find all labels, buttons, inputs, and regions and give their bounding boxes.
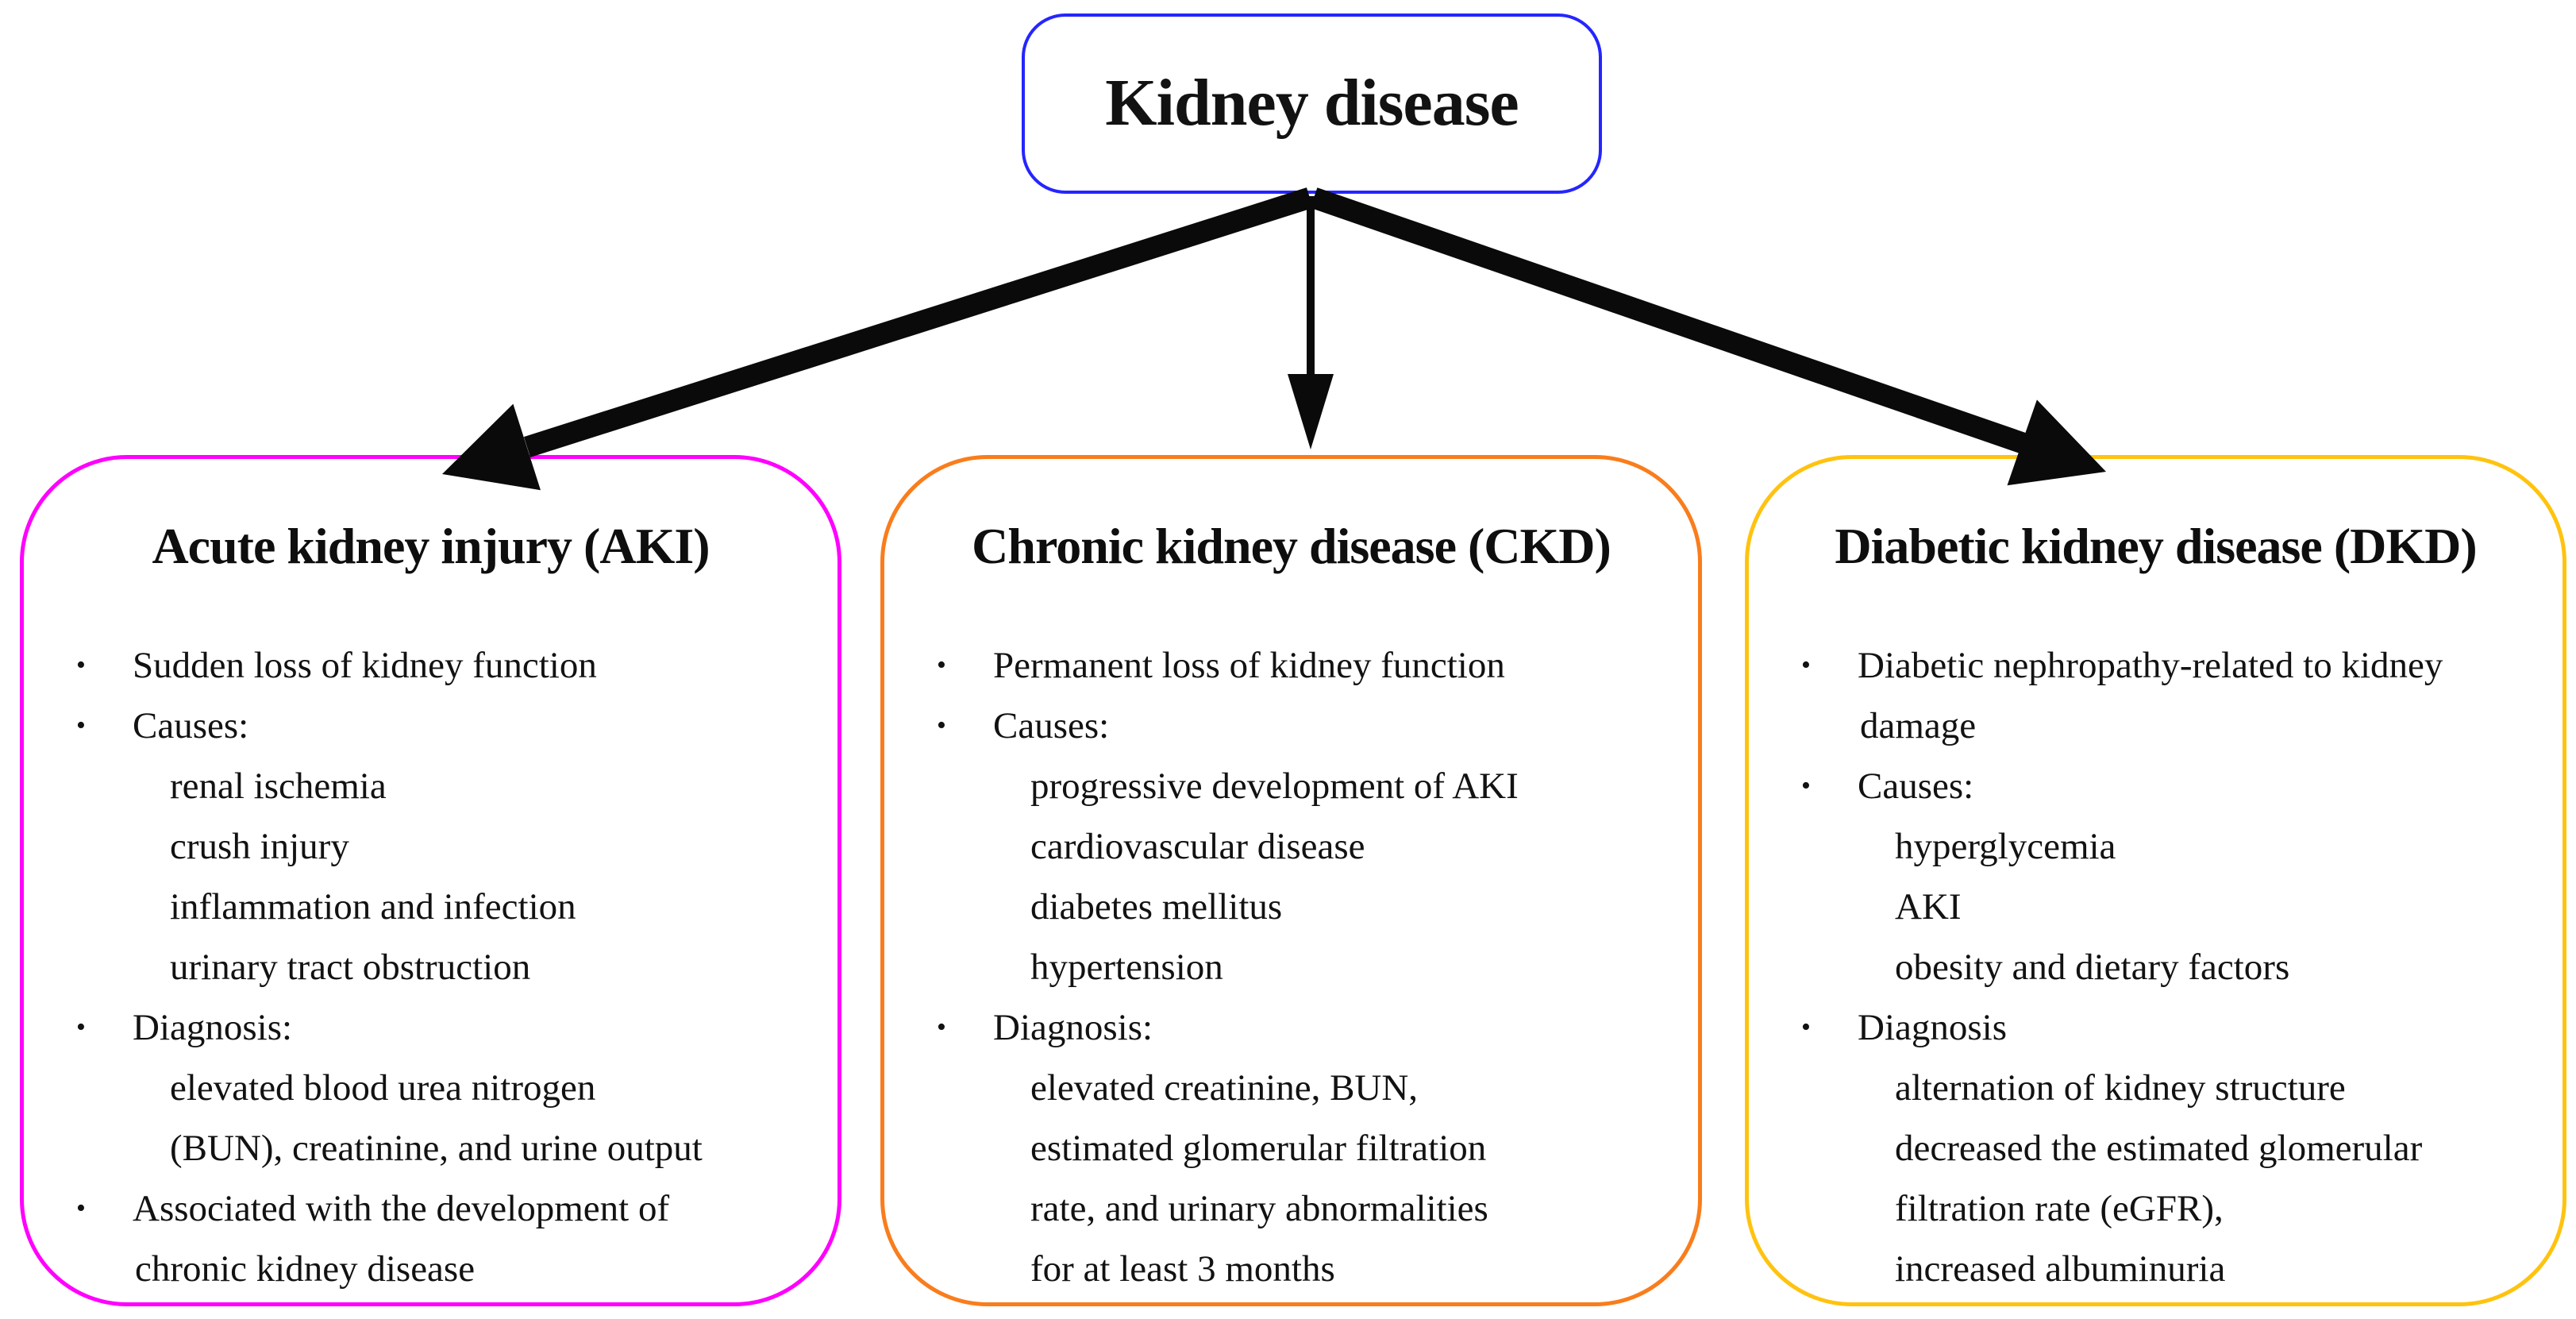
list-item-text: damage: [1860, 705, 1977, 746]
list-item: • Diagnosis: [1749, 997, 2563, 1058]
list-item: • Causes:: [884, 696, 1698, 756]
dkd-node-lines: • Diabetic nephropathy-related to kidney d…: [1749, 635, 2563, 1299]
list-item: for at least 3 months: [884, 1239, 1698, 1299]
list-item-text: Sudden loss of kidney function: [133, 645, 597, 686]
list-item-text: Permanent loss of kidney function: [993, 645, 1505, 686]
list-item: • Associated with the development of: [24, 1178, 837, 1239]
list-item: progressive development of AKI: [884, 756, 1698, 816]
list-item-text: progressive development of AKI: [1030, 766, 1519, 807]
list-item-text: urinary tract obstruction: [170, 947, 531, 988]
list-item-text: renal ischemia: [170, 766, 387, 807]
list-item-text: Causes:: [133, 705, 249, 746]
diagram-title: Kidney disease: [1105, 66, 1519, 140]
list-item: • Diagnosis:: [24, 997, 837, 1058]
list-item-text: Diagnosis:: [993, 1007, 1153, 1048]
list-item: damage: [1749, 696, 2563, 756]
list-item: decreased the estimated glomerular: [1749, 1118, 2563, 1178]
list-item-text: for at least 3 months: [1030, 1248, 1335, 1290]
list-item: diabetes mellitus: [884, 877, 1698, 937]
list-item-text: Diabetic nephropathy-related to kidney: [1858, 645, 2443, 686]
list-item-text: filtration rate (eGFR),: [1895, 1188, 2224, 1229]
arrow-to-aki: [442, 187, 1314, 491]
list-item: hyperglycemia: [1749, 816, 2563, 877]
bullet-icon: •: [76, 1194, 86, 1223]
ckd-node: Chronic kidney disease (CKD) • Permanent …: [880, 455, 1702, 1306]
list-item: crush injury: [24, 816, 837, 877]
list-item: (BUN), creatinine, and urine output: [24, 1118, 837, 1178]
bullet-icon: •: [76, 650, 86, 680]
list-item: hypertension: [884, 937, 1698, 997]
bullet-icon: •: [1801, 650, 1811, 680]
list-item-text: Diagnosis: [1858, 1007, 2007, 1048]
list-item: urinary tract obstruction: [24, 937, 837, 997]
bullet-icon: •: [1801, 771, 1811, 800]
bullet-icon: •: [1801, 1012, 1811, 1042]
list-item-text: estimated glomerular filtration: [1030, 1128, 1487, 1169]
list-item-text: Causes:: [993, 705, 1110, 746]
list-item-text: alternation of kidney structure: [1895, 1067, 2346, 1109]
aki-node: Acute kidney injury (AKI) • Sudden loss o…: [20, 455, 841, 1306]
list-item: • Causes:: [24, 696, 837, 756]
list-item: obesity and dietary factors: [1749, 937, 2563, 997]
list-item: estimated glomerular filtration: [884, 1118, 1698, 1178]
bullet-icon: •: [76, 1012, 86, 1042]
dkd-node-title: Diabetic kidney disease (DKD): [1835, 518, 2477, 574]
list-item-text: (BUN), creatinine, and urine output: [170, 1128, 703, 1169]
list-item: elevated creatinine, BUN,: [884, 1058, 1698, 1118]
list-item-text: Diagnosis:: [133, 1007, 293, 1048]
list-item: inflammation and infection: [24, 877, 837, 937]
list-item-text: increased albuminuria: [1895, 1248, 2226, 1290]
list-item-text: elevated creatinine, BUN,: [1030, 1067, 1419, 1109]
list-item-text: AKI: [1895, 886, 1962, 928]
list-item-text: crush injury: [170, 826, 349, 867]
list-item: elevated blood urea nitrogen: [24, 1058, 837, 1118]
list-item-text: cardiovascular disease: [1030, 826, 1365, 867]
bullet-icon: •: [937, 711, 946, 740]
list-item-text: elevated blood urea nitrogen: [170, 1067, 596, 1109]
list-item: chronic kidney disease: [24, 1239, 837, 1299]
list-item: • Diagnosis:: [884, 997, 1698, 1058]
list-item-text: Associated with the development of: [133, 1188, 670, 1229]
dkd-node: Diabetic kidney disease (DKD) • Diabetic …: [1745, 455, 2566, 1306]
kidney-disease-root-node: Kidney disease: [1022, 13, 1602, 194]
list-item-text: rate, and urinary abnormalities: [1030, 1188, 1488, 1229]
list-item: alternation of kidney structure: [1749, 1058, 2563, 1118]
list-item-text: Causes:: [1858, 766, 1974, 807]
list-item: • Permanent loss of kidney function: [884, 635, 1698, 696]
list-item: increased albuminuria: [1749, 1239, 2563, 1299]
list-item-text: obesity and dietary factors: [1895, 947, 2290, 988]
list-item-text: decreased the estimated glomerular: [1895, 1128, 2423, 1169]
bullet-icon: •: [76, 711, 86, 740]
ckd-node-lines: • Permanent loss of kidney function • Cause…: [884, 635, 1698, 1299]
list-item-text: inflammation and infection: [170, 886, 576, 928]
list-item: renal ischemia: [24, 756, 837, 816]
list-item: cardiovascular disease: [884, 816, 1698, 877]
list-item: rate, and urinary abnormalities: [884, 1178, 1698, 1239]
list-item-text: hyperglycemia: [1895, 826, 2116, 867]
arrow-to-ckd: [1288, 196, 1334, 449]
list-item: filtration rate (eGFR),: [1749, 1178, 2563, 1239]
list-item-text: diabetes mellitus: [1030, 886, 1283, 928]
list-item: • Diabetic nephropathy-related to kidney: [1749, 635, 2563, 696]
list-item-text: hypertension: [1030, 947, 1223, 988]
list-item: AKI: [1749, 877, 2563, 937]
list-item: • Causes:: [1749, 756, 2563, 816]
bullet-icon: •: [937, 650, 946, 680]
aki-node-lines: • Sudden loss of kidney function • Causes: r…: [24, 635, 837, 1299]
list-item-text: chronic kidney disease: [135, 1248, 476, 1290]
arrow-to-dkd: [1310, 187, 2106, 486]
aki-node-title: Acute kidney injury (AKI): [152, 518, 710, 574]
list-item: • Sudden loss of kidney function: [24, 635, 837, 696]
bullet-icon: •: [937, 1012, 946, 1042]
ckd-node-title: Chronic kidney disease (CKD): [972, 518, 1611, 574]
